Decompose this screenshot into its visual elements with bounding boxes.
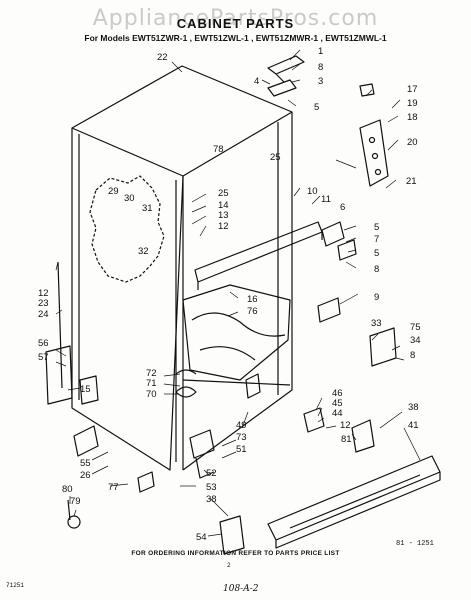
callout-56: 77 [108,482,119,493]
callout-2: 3 [318,76,323,87]
callout-46: 44 [332,408,343,419]
model-list: For Models EWT51ZWR-1 , EWT51ZWL-1 , EWT… [84,33,387,43]
callout-7: 25 [270,152,281,163]
callout-12: 25 [218,188,229,199]
callout-35: 75 [410,322,421,333]
callout-41: 71 [146,378,157,389]
callout-28: 9 [374,292,379,303]
watermark: AppliancePartsPros.com [92,6,379,31]
callout-18: 6 [340,202,345,213]
callout-27: 21 [406,176,417,187]
callout-21: 5 [374,248,379,259]
callout-52: 73 [236,432,247,443]
callout-45: 45 [332,398,343,409]
callout-60: 80 [62,484,73,495]
callout-25: 31 [142,203,153,214]
callout-40: 72 [146,368,157,379]
callout-58: 53 [206,482,217,493]
callout-48: 81 [341,434,352,445]
callout-43: 15 [80,384,91,395]
document-code: 71251 [6,582,25,589]
callout-9: 19 [407,98,418,109]
leader-lines [55,49,421,537]
center-hinge [359,83,389,187]
callout-16: 10 [307,186,318,197]
callout-10: 18 [407,112,418,123]
callout-50: 41 [408,420,419,431]
divider-rail [194,221,323,290]
callout-30: 23 [38,298,49,309]
callout-5: 22 [157,52,168,63]
figure-reference-code: 81 - 1251 [396,540,434,548]
callout-24: 30 [124,193,135,204]
callout-4: 5 [314,102,319,113]
callout-3: 4 [254,76,259,87]
callout-32: 16 [247,294,258,305]
callout-6: 78 [213,144,224,155]
callout-33: 76 [247,306,258,317]
callout-22: 8 [374,264,379,275]
callout-8: 17 [407,84,418,95]
callout-31: 24 [38,309,49,320]
handwritten-note: 108-A-2 [223,584,259,594]
callout-labels: 1 8 3 4 5 22 78 25 17 19 18 20 25 14 13 … [38,46,421,543]
callout-34: 33 [371,318,382,329]
left-hardware [45,261,99,529]
callout-37: 8 [410,350,415,361]
callout-26: 32 [138,246,149,257]
callout-19: 5 [374,222,379,233]
callout-47: 12 [340,420,351,431]
callout-15: 12 [218,221,229,232]
top-hinge [267,55,305,97]
callout-55: 26 [80,470,91,481]
callout-20: 7 [374,234,379,245]
callout-38: 56 [38,338,49,349]
toe-grille [267,455,441,549]
insulation-cutaway [89,175,165,283]
callout-1: 8 [318,62,323,73]
cabinet-shell [71,65,293,471]
callout-36: 34 [410,335,421,346]
callout-13: 14 [218,200,229,211]
callout-0: 1 [318,46,323,57]
callout-61: 79 [70,496,81,507]
callout-62: 54 [196,532,207,543]
callout-29: 12 [38,288,49,299]
callout-42: 70 [146,389,157,400]
callout-49: 38 [408,402,419,413]
diagram-title: CABINET PARTS [176,16,295,31]
callout-39: 57 [38,352,49,363]
callout-44: 46 [332,388,343,399]
callout-53: 51 [236,444,247,455]
callout-23: 29 [108,186,119,197]
callout-57: 52 [206,468,217,479]
callout-11: 20 [407,137,418,148]
bottom-hinge [137,369,261,555]
callout-54: 55 [80,458,91,469]
callout-59: 38 [206,494,217,505]
callout-14: 13 [218,210,229,221]
callout-51: 49 [236,420,247,431]
callout-17: 11 [321,194,331,205]
page-number: 2 [227,562,231,569]
ordering-note: FOR ORDERING INFORMATION REFER TO PARTS … [131,550,340,557]
liner-floor [182,284,291,386]
divider-bracket [317,221,357,323]
